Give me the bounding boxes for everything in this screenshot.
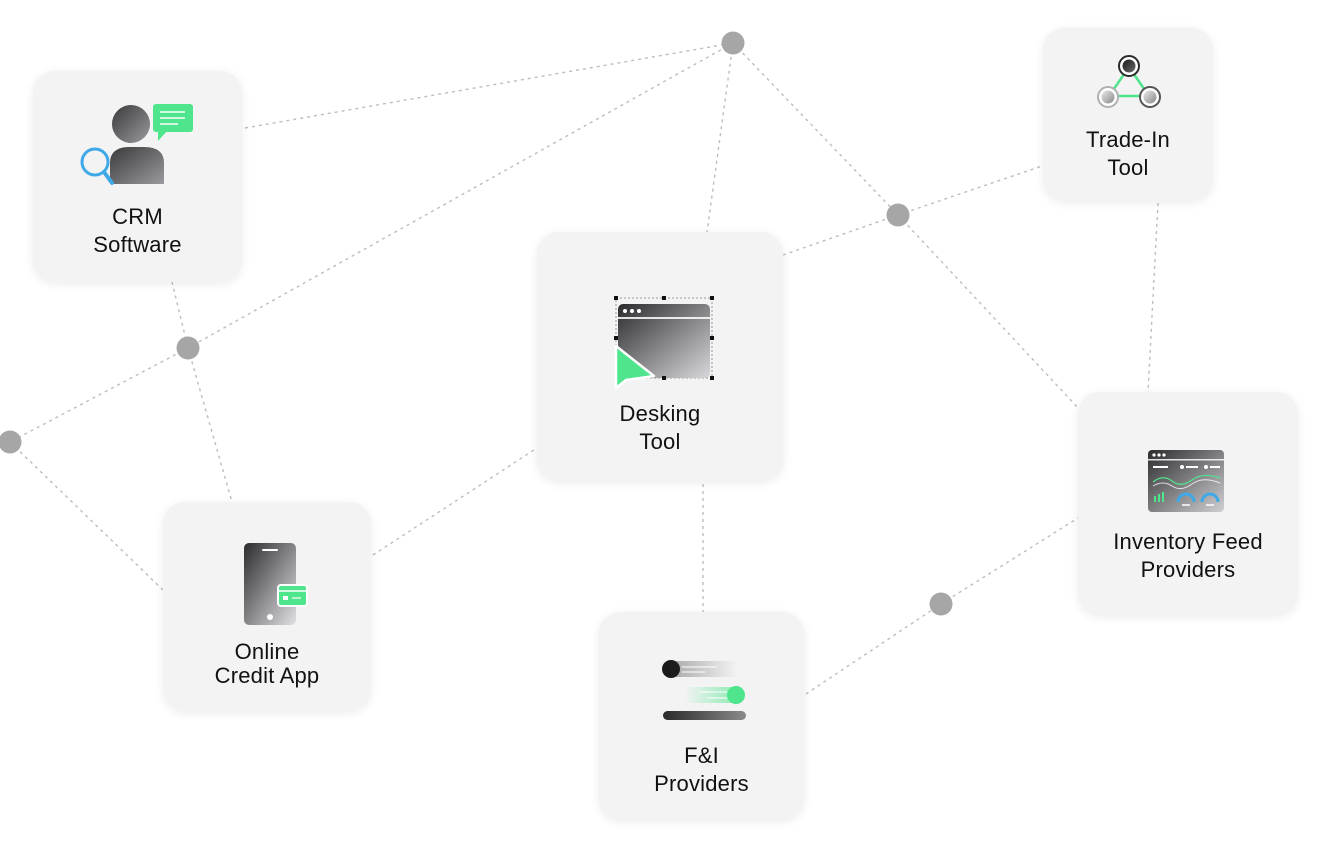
- inventory-label-line2: Providers: [1140, 557, 1236, 582]
- crm-label-line1: CRM: [112, 204, 163, 229]
- connector-dot: [929, 592, 953, 616]
- connector-dot: [886, 203, 910, 227]
- trade-in-label-line2: Tool: [1107, 155, 1149, 180]
- desking-label-line2: Tool: [639, 429, 681, 454]
- node-crm-software[interactable]: CRM Software: [33, 71, 242, 282]
- crm-user-search-icon: [80, 104, 193, 185]
- credit-label: Online Credit App: [163, 638, 371, 690]
- desking-window-icon: [614, 296, 714, 390]
- connector-line: [732, 42, 899, 216]
- inventory-dashboard-icon: [1148, 450, 1224, 512]
- credit-label-line2: Credit App: [214, 663, 320, 688]
- connector-line: [9, 347, 189, 443]
- connector-line: [706, 42, 734, 233]
- inventory-label: Inventory Feed Providers: [1078, 528, 1298, 584]
- phone-credit-card-icon: [244, 543, 308, 625]
- trade-in-network-icon: [1097, 55, 1161, 108]
- desking-label-line1: Desking: [619, 401, 701, 426]
- node-fi-providers[interactable]: F&I Providers: [599, 612, 804, 820]
- connector-dot: [721, 31, 745, 55]
- connector-line: [187, 347, 233, 503]
- connector-line: [782, 214, 899, 256]
- connector-line: [897, 164, 1046, 216]
- connector-dot: [0, 430, 22, 454]
- connector-line: [805, 603, 942, 695]
- trade-in-label: Trade-In Tool: [1043, 126, 1213, 182]
- crm-label-line2: Software: [93, 232, 182, 257]
- fi-label: F&I Providers: [599, 742, 804, 798]
- connector-line: [9, 441, 164, 591]
- fi-label-line2: Providers: [654, 771, 749, 796]
- fi-speed-bars-icon: [662, 660, 746, 720]
- crm-label: CRM Software: [33, 203, 242, 259]
- node-online-credit-app[interactable]: Online Credit App: [163, 502, 371, 711]
- connector-line: [372, 447, 538, 556]
- node-trade-in-tool[interactable]: Trade-In Tool: [1043, 28, 1213, 201]
- connector-line: [940, 517, 1079, 605]
- connector-dot: [176, 336, 200, 360]
- node-inventory-feed-providers[interactable]: Inventory Feed Providers: [1078, 392, 1298, 615]
- fi-label-line1: F&I: [684, 743, 719, 768]
- connector-line: [244, 42, 734, 129]
- inventory-label-line1: Inventory Feed: [1113, 529, 1263, 554]
- connector-line: [187, 42, 734, 349]
- credit-label-line1: Online: [234, 639, 300, 664]
- connector-line: [897, 214, 1081, 411]
- desking-label: Desking Tool: [537, 400, 783, 456]
- trade-in-label-line1: Trade-In: [1086, 127, 1170, 152]
- connector-line: [1147, 202, 1159, 393]
- node-desking-tool[interactable]: Desking Tool: [537, 232, 783, 481]
